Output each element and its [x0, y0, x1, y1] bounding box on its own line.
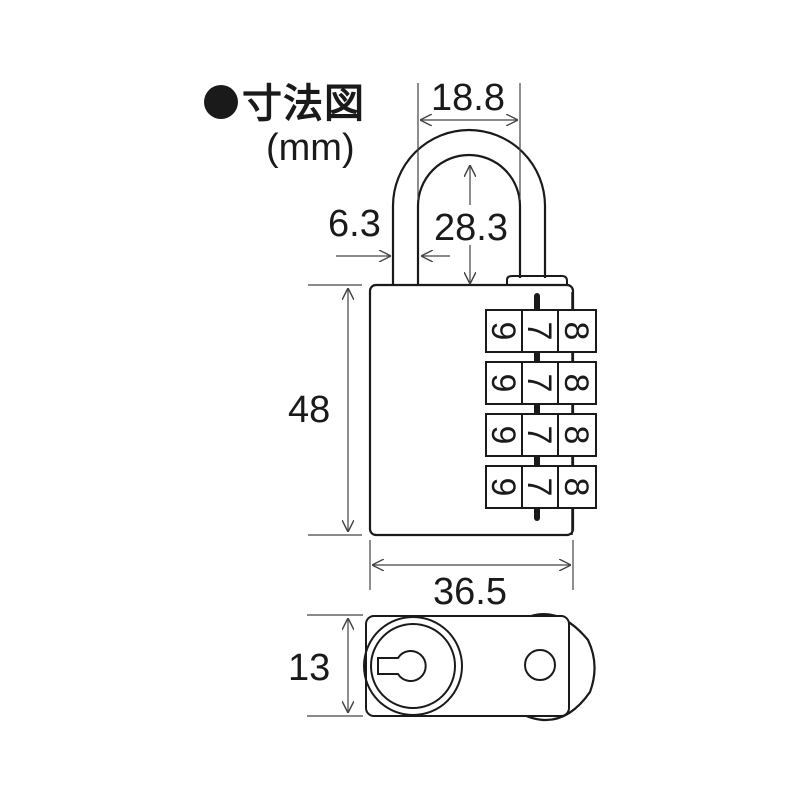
svg-text:9: 9: [484, 426, 522, 445]
svg-text:7: 7: [520, 322, 558, 341]
dim-shackle-diameter: 6.3: [328, 203, 381, 245]
svg-text:9: 9: [484, 322, 522, 341]
svg-text:9: 9: [484, 374, 522, 393]
title-text: 寸法図: [242, 82, 365, 126]
svg-text:8: 8: [557, 374, 595, 393]
bottom-view: [363, 613, 596, 721]
diagram-title: 寸法図: [204, 84, 365, 124]
svg-text:8: 8: [557, 478, 595, 497]
dim-shackle-clearance: 28.3: [434, 207, 508, 249]
svg-text:7: 7: [520, 426, 558, 445]
dim-body-width: 36.5: [433, 571, 507, 613]
svg-text:7: 7: [520, 478, 558, 497]
dial-digits: 9 7 8 9 7 8 9 7 8 9 7 8: [484, 322, 595, 497]
svg-text:9: 9: [484, 478, 522, 497]
bullet-icon: [204, 85, 238, 119]
dim-shackle-inner-width: 18.8: [431, 77, 505, 119]
svg-text:8: 8: [557, 322, 595, 341]
svg-text:8: 8: [557, 426, 595, 445]
unit-label: (mm): [266, 127, 355, 169]
dim-body-depth: 13: [288, 647, 331, 689]
shackle: [391, 128, 547, 286]
dial-wheels: [485, 309, 597, 509]
svg-text:7: 7: [520, 374, 558, 393]
dim-body-height: 48: [288, 389, 331, 431]
